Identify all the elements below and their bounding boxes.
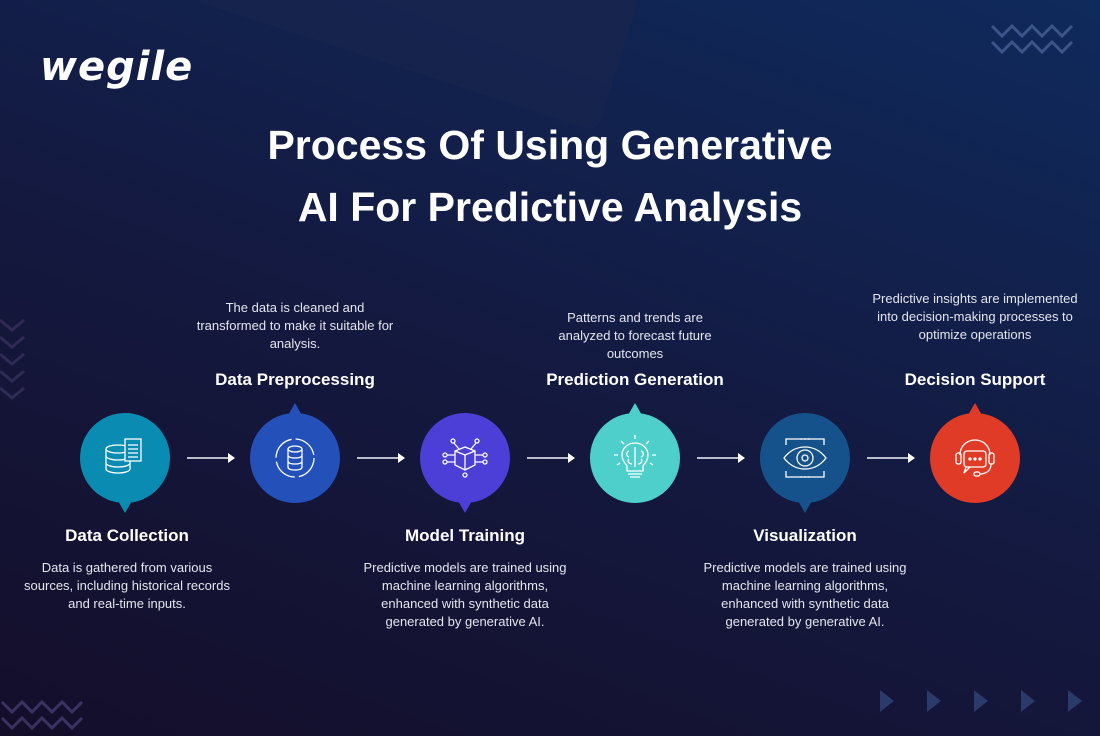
database-refresh-icon: [275, 438, 315, 478]
step-circle-prediction-generation: [590, 403, 680, 503]
flow-arrow: [187, 453, 235, 463]
eye-scan-icon: [783, 438, 827, 478]
zigzag-decoration: [990, 23, 1074, 55]
step-circle-data-preprocessing: [250, 403, 340, 503]
logo: wegile: [40, 44, 194, 90]
support-headset-icon: [955, 439, 995, 477]
triangle-decoration: [927, 690, 941, 712]
flow-arrow: [527, 453, 575, 463]
brain-bulb-icon: [614, 435, 656, 478]
network-cube-icon: [442, 438, 488, 478]
background-shape: [197, 0, 643, 132]
triangle-decoration: [880, 690, 894, 712]
step-description: The data is cleaned and transformed to m…: [196, 300, 394, 351]
step-circle-decision-support: [930, 403, 1020, 503]
triangle-decoration: [1021, 690, 1035, 712]
step-description: Predictive insights are implemented into…: [872, 291, 1078, 342]
step-circle-data-collection: [80, 413, 170, 513]
flow-arrow: [357, 453, 405, 463]
flow-arrow: [697, 453, 745, 463]
title-line: AI For Predictive Analysis: [297, 184, 803, 230]
step-description: Predictive models are trained using mach…: [363, 560, 567, 629]
database-document-icon: [105, 438, 142, 474]
zigzag-decoration: [0, 699, 84, 731]
triangle-decoration: [1068, 690, 1082, 712]
step-title: Prediction Generation: [546, 370, 724, 389]
step-circle-model-training: [420, 413, 510, 513]
title-line: Process Of Using Generative: [267, 122, 833, 168]
step-description: Patterns and trends are analyzed to fore…: [558, 310, 712, 361]
step-description: Predictive models are trained using mach…: [703, 560, 907, 629]
step-circle-visualization: [760, 413, 850, 513]
chevron-decoration: [0, 318, 25, 400]
page-title: Process Of Using Generative AI For Predic…: [0, 114, 1100, 238]
step-title: Data Collection: [65, 526, 189, 545]
step-title: Model Training: [405, 526, 525, 545]
step-title: Visualization: [753, 526, 857, 545]
step-description: Data is gathered from various sources, i…: [24, 560, 230, 611]
step-title: Decision Support: [904, 370, 1046, 389]
step-title: Data Preprocessing: [215, 370, 375, 389]
triangle-decoration: [974, 690, 988, 712]
flow-arrow: [867, 453, 915, 463]
